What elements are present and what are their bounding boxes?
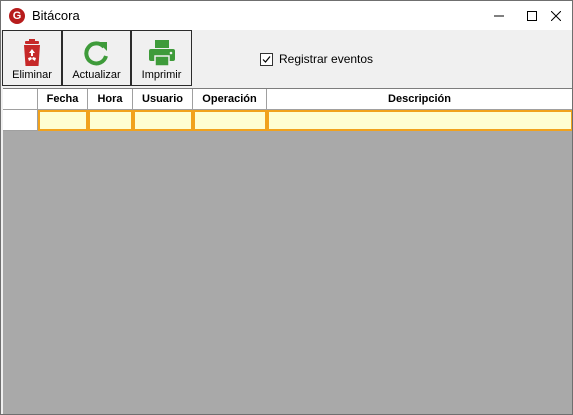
print-button-label: Imprimir	[141, 69, 182, 81]
app-icon: G	[9, 8, 25, 24]
table-row[interactable]	[3, 110, 572, 131]
column-header-operacion[interactable]: Operación	[193, 89, 267, 110]
column-header-fecha[interactable]: Fecha	[38, 89, 88, 110]
column-header-usuario[interactable]: Usuario	[133, 89, 193, 110]
cell-operacion[interactable]	[193, 110, 267, 131]
log-events-checkbox[interactable]	[260, 52, 273, 66]
cell-descripcion[interactable]	[267, 110, 572, 131]
checkmark-icon	[262, 55, 271, 63]
grid-header: Fecha Hora Usuario Operación Descripción	[3, 89, 572, 110]
minimize-icon	[494, 15, 504, 16]
cell-fecha[interactable]	[38, 110, 88, 131]
print-button[interactable]: Imprimir	[131, 30, 192, 86]
column-header-hora[interactable]: Hora	[88, 89, 133, 110]
close-button[interactable]	[539, 1, 572, 30]
row-header-corner[interactable]	[3, 89, 38, 110]
cell-hora[interactable]	[88, 110, 133, 131]
maximize-button[interactable]	[515, 1, 549, 30]
cell-usuario[interactable]	[133, 110, 193, 131]
printer-icon	[148, 40, 175, 67]
log-events-option[interactable]: Registrar eventos	[260, 52, 373, 66]
window-title: Bitácora	[32, 8, 80, 23]
refresh-button-label: Actualizar	[72, 69, 121, 81]
row-header[interactable]	[3, 110, 38, 131]
column-header-descripcion[interactable]: Descripción	[267, 89, 572, 110]
refresh-button[interactable]: Actualizar	[62, 30, 131, 86]
refresh-icon	[83, 41, 108, 66]
log-events-label: Registrar eventos	[279, 52, 374, 66]
recycle-bin-icon	[24, 39, 40, 66]
close-icon	[551, 10, 561, 21]
minimize-button[interactable]	[482, 1, 516, 30]
title-bar[interactable]: G Bitácora	[1, 1, 572, 30]
delete-button-label: Eliminar	[12, 69, 52, 81]
log-grid[interactable]: Fecha Hora Usuario Operación Descripción	[3, 88, 572, 414]
maximize-icon	[527, 10, 537, 21]
delete-button[interactable]: Eliminar	[2, 30, 62, 86]
